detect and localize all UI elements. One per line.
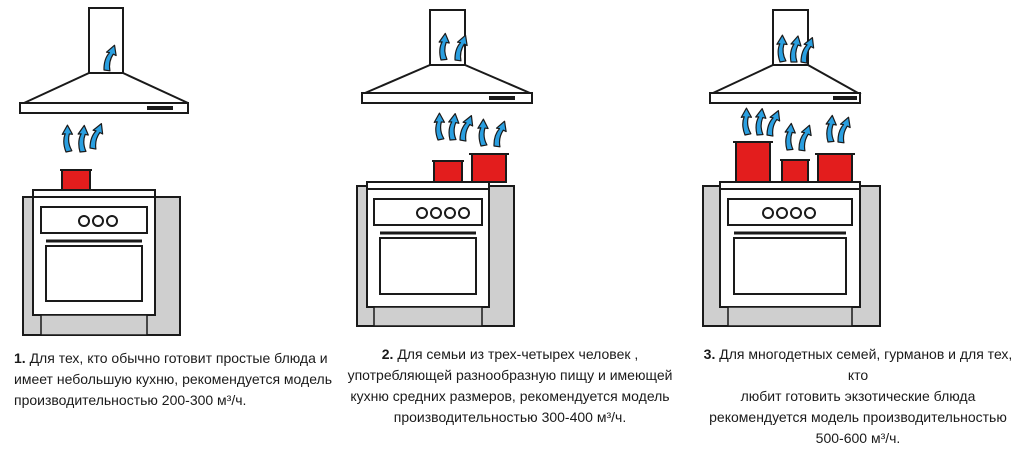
pot-icon bbox=[432, 160, 464, 183]
caption-line: 2. Для семьи из трех-четырех человек , bbox=[342, 344, 678, 365]
kitchen-diagram bbox=[19, 7, 881, 336]
caption-line: рекомендуется модель производительностью bbox=[709, 409, 1007, 425]
caption-line: кухню средних размеров, рекомендуется мо… bbox=[350, 388, 670, 404]
pot-icon bbox=[60, 169, 92, 193]
caption-text: Для семьи из трех-четырех человек , bbox=[397, 346, 639, 362]
panel-3 bbox=[702, 9, 881, 327]
panel-number: 1. bbox=[14, 350, 26, 366]
stove-icon bbox=[702, 181, 881, 327]
caption-text: Для многодетных семей, гурманов и для те… bbox=[719, 346, 1013, 383]
range-hood-icon bbox=[361, 9, 533, 104]
caption-line: 500-600 м³/ч. bbox=[815, 430, 901, 446]
caption-line: имеет небольшую кухню, рекомендуется мод… bbox=[14, 371, 332, 387]
caption-line: любит готовить экзотические блюда bbox=[740, 388, 976, 404]
pot-icon bbox=[469, 153, 509, 183]
panel-2 bbox=[356, 9, 533, 327]
stove-icon bbox=[356, 181, 515, 327]
panel-number: 2. bbox=[381, 346, 394, 362]
caption-line: 3. Для многодетных семей, гурманов и для… bbox=[693, 344, 1023, 386]
caption-line: 1. Для тех, кто обычно готовит простые б… bbox=[14, 348, 344, 369]
pot-icon bbox=[733, 141, 773, 183]
range-hood-icon bbox=[19, 7, 189, 114]
pot-icon bbox=[780, 159, 810, 183]
panel-2-caption: 2. Для семьи из трех-четырех человек , у… bbox=[342, 344, 678, 428]
range-hood-icon bbox=[709, 9, 862, 104]
panel-1 bbox=[19, 7, 189, 336]
caption-text: Для тех, кто обычно готовит простые блюд… bbox=[29, 350, 328, 366]
stove-icon bbox=[22, 189, 181, 336]
caption-line: производительностью 200-300 м³/ч. bbox=[14, 392, 247, 408]
pot-icon bbox=[815, 153, 855, 183]
panel-3-caption: 3. Для многодетных семей, гурманов и для… bbox=[693, 344, 1023, 449]
panel-1-caption: 1. Для тех, кто обычно готовит простые б… bbox=[14, 348, 344, 411]
caption-line: производительностью 300-400 м³/ч. bbox=[393, 409, 627, 425]
panel-number: 3. bbox=[703, 346, 716, 362]
caption-line: употребляющей разнообразную пищу и имеющ… bbox=[347, 367, 673, 383]
